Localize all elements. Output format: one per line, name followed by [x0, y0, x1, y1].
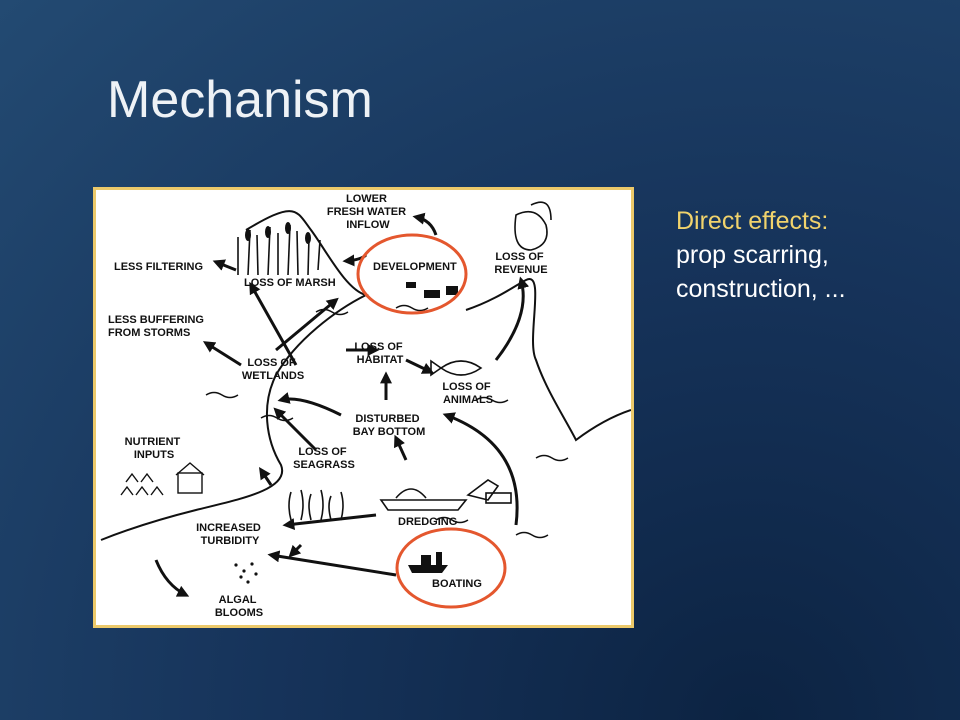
algae-dots: [234, 562, 258, 584]
label-loss-of-seagrass: LOSS OF SEAGRASS: [293, 446, 355, 471]
label-nutrient-inputs: NUTRIENT INPUTS: [125, 436, 184, 461]
label-algal-blooms: ALGAL BLOOMS: [215, 594, 263, 619]
label-lower-fresh-water-inflow: LOWER FRESH WATER INFLOW: [327, 193, 409, 231]
label-less-buffering: LESS BUFFERING FROM STORMS: [108, 314, 207, 339]
slide-title: Mechanism: [107, 71, 373, 129]
label-loss-of-revenue: LOSS OF REVENUE: [494, 251, 547, 276]
direct-effects-text: Direct effects: prop scarring, construct…: [676, 204, 946, 306]
hand-money-icon: [514, 201, 552, 251]
dredging-ship-icon: [379, 479, 512, 511]
label-boating: BOATING: [432, 578, 482, 590]
label-disturbed-bay-bottom: DISTURBED BAY BOTTOM: [353, 413, 426, 438]
label-development: DEVELOPMENT: [373, 261, 457, 273]
shoreline-left: [100, 210, 369, 541]
diagram-figure: LOWER FRESH WATER INFLOW DEVELOPMENT LOS…: [93, 187, 634, 628]
label-loss-of-wetlands: LOSS OF WETLANDS: [242, 357, 304, 382]
mechanism-diagram: LOWER FRESH WATER INFLOW DEVELOPMENT LOS…: [96, 190, 631, 625]
farm-icon: [120, 462, 205, 496]
shoreline-right: [465, 278, 631, 442]
label-dredging: DREDGING: [398, 516, 457, 528]
label-increased-turbidity: INCREASED TURBIDITY: [196, 522, 264, 547]
highlight-boating: [395, 527, 507, 609]
effect-line: prop scarring,: [676, 241, 829, 269]
diagram-arrows: [154, 212, 530, 597]
direct-effects-heading: Direct effects:: [676, 207, 829, 235]
label-loss-of-marsh: LOSS OF MARSH: [244, 277, 336, 289]
label-loss-of-habitat: LOSS OF HABITAT: [354, 341, 405, 366]
boat-icon: [408, 552, 448, 573]
highlight-development: [356, 233, 468, 315]
label-loss-of-animals: LOSS OF ANIMALS: [442, 381, 493, 406]
label-less-filtering: LESS FILTERING: [114, 261, 203, 273]
houses-icon: [406, 282, 458, 298]
effect-line: construction, ...: [676, 275, 846, 303]
